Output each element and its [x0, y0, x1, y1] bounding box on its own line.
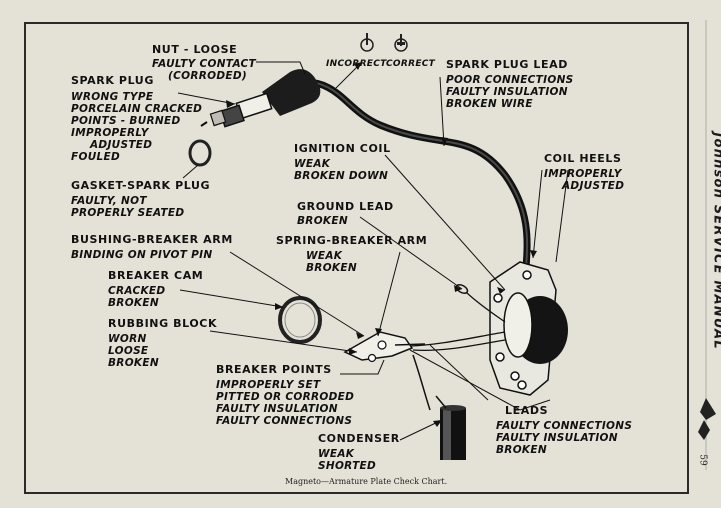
coil-heels-line-2: ADJUSTED — [562, 180, 625, 192]
spark-plug-line-5: ADJUSTED — [90, 139, 153, 151]
rubbing-block-line-1: WORN — [108, 333, 147, 345]
coil-heels-title: COIL HEELS — [544, 152, 622, 165]
rubbing-block-line-3: BROKEN — [108, 357, 159, 369]
ignition-coil — [489, 261, 568, 396]
condenser — [412, 354, 466, 460]
spark-plug-line-6: FOULED — [71, 151, 121, 163]
spark-plug-title: SPARK PLUG — [71, 74, 154, 87]
leads-title: LEADS — [505, 404, 549, 417]
incorrect-label: INCORRECT — [326, 59, 387, 69]
breaker-cam-line-2: BROKEN — [108, 297, 159, 309]
spark-plug-line-4: IMPROPERLY — [71, 127, 149, 139]
breaker-cam-title: BREAKER CAM — [108, 269, 204, 282]
condenser-line-1: WEAK — [318, 448, 355, 460]
spark-plug-lead-line-3: BROKEN WIRE — [446, 98, 533, 110]
gasket-title: GASKET-SPARK PLUG — [71, 179, 211, 192]
spark-plug-line-3: POINTS - BURNED — [71, 115, 181, 127]
figure-caption: Magneto—Armature Plate Check Chart. — [285, 477, 448, 486]
nut-line-2: (CORRODED) — [168, 70, 247, 82]
side-title: Johnson SERVICE MANUAL — [710, 132, 721, 350]
spring-breaker-line-2: BROKEN — [306, 262, 357, 274]
ignition-coil-title: IGNITION COIL — [294, 142, 391, 155]
spark-plug-lead-title: SPARK PLUG LEAD — [446, 58, 568, 71]
ground-lead-line-1: BROKEN — [297, 215, 348, 227]
condenser-title: CONDENSER — [318, 432, 400, 445]
spark-plug-lead-line-2: FAULTY INSULATION — [446, 86, 568, 98]
spark-plug-boot — [262, 69, 321, 116]
condenser-line-2: SHORTED — [318, 460, 377, 472]
correct-label: CORRECT — [386, 59, 436, 69]
arrowheads — [226, 62, 537, 427]
ground-lead-title: GROUND LEAD — [297, 200, 394, 213]
spring-breaker-title: SPRING-BREAKER ARM — [276, 234, 428, 247]
spark-plug-lead-line-1: POOR CONNECTIONS — [446, 74, 574, 86]
breaker-points-line-3: FAULTY INSULATION — [216, 403, 338, 415]
leads-line-3: BROKEN — [496, 444, 547, 456]
spark-plug — [200, 92, 273, 128]
ignition-coil-line-1: WEAK — [294, 158, 331, 170]
spark-plug-line-1: WRONG TYPE — [71, 91, 154, 103]
bushing-line-1: BINDING ON PIVOT PIN — [71, 249, 213, 261]
gasket-line-1: FAULTY, NOT — [71, 195, 147, 207]
breaker-points-title: BREAKER POINTS — [216, 363, 332, 376]
ignition-coil-line-2: BROKEN DOWN — [294, 170, 389, 182]
breaker-points-line-2: PITTED OR CORRODED — [216, 391, 355, 403]
coil-heels-line-1: IMPROPERLY — [544, 168, 622, 180]
page-number: 59 — [697, 454, 708, 466]
nut-line-1: FAULTY CONTACT — [152, 58, 257, 70]
correct-symbol — [394, 34, 408, 52]
gasket-line-2: PROPERLY SEATED — [71, 207, 185, 219]
breaker-cam-line-1: CRACKED — [108, 285, 166, 297]
incorrect-symbol — [360, 33, 374, 52]
spark-plug-line-2: PORCELAIN CRACKED — [71, 103, 203, 115]
johnson-emblem-icon — [698, 398, 716, 440]
rubbing-block-line-2: LOOSE — [108, 345, 149, 357]
spring-breaker-line-1: WEAK — [306, 250, 343, 262]
rubbing-block-title: RUBBING BLOCK — [108, 317, 218, 330]
ground-lead-terminal — [455, 283, 469, 295]
breaker-points-line-1: IMPROPERLY SET — [216, 379, 321, 391]
spark-plug-gasket — [188, 139, 212, 167]
leader-lines — [177, 61, 569, 441]
nut-title: NUT - LOOSE — [152, 43, 238, 56]
breaker-cam — [278, 296, 322, 344]
primary-leads — [409, 331, 506, 347]
bushing-title: BUSHING-BREAKER ARM — [71, 233, 233, 246]
breaker-points-line-4: FAULTY CONNECTIONS — [216, 415, 353, 427]
leads-line-2: FAULTY INSULATION — [496, 432, 618, 444]
diagram-frame — [24, 22, 689, 494]
leads-line-1: FAULTY CONNECTIONS — [496, 420, 633, 432]
